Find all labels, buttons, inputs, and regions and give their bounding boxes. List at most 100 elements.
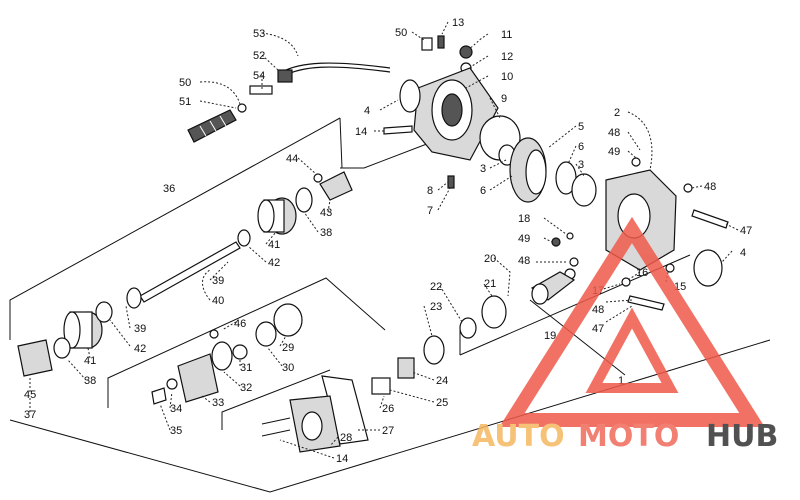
bearing-32	[211, 341, 233, 371]
fitting-13	[437, 35, 445, 49]
callout-14-lower: 14	[336, 453, 348, 465]
boot-51	[187, 109, 237, 143]
drive-shaft-40	[139, 241, 241, 303]
seal-38b	[53, 337, 71, 359]
leader-lines	[29, 21, 739, 459]
callout-46: 46	[234, 318, 246, 330]
yoke-33	[177, 353, 219, 403]
callout-8: 8	[427, 185, 433, 197]
callouts: 53 52 54 50 51 50 13 11 12 10 9 4 14 2 4…	[24, 17, 752, 465]
callout-53: 53	[253, 28, 265, 40]
callout-50-top: 50	[395, 27, 407, 39]
callout-38-lower: 38	[84, 375, 96, 387]
callout-12: 12	[501, 51, 513, 63]
callout-10: 10	[501, 71, 513, 83]
coupler-24	[397, 357, 415, 379]
callout-31: 31	[240, 362, 252, 374]
bearing-29	[273, 303, 303, 337]
callout-18: 18	[518, 213, 530, 225]
ring-gear-5	[509, 137, 547, 203]
callout-38-upper: 38	[320, 227, 332, 239]
callout-20: 20	[484, 253, 496, 265]
callout-51: 51	[179, 96, 191, 108]
callout-39-lower: 39	[134, 323, 146, 335]
cable-end-52	[277, 69, 293, 83]
housing-10	[413, 67, 499, 161]
fitting-50	[421, 37, 433, 51]
callout-50-left: 50	[179, 77, 191, 89]
pinion-shaft-17	[530, 271, 576, 305]
callout-4-upper: 4	[364, 105, 370, 117]
ring-42b	[95, 301, 113, 323]
callout-11: 11	[501, 29, 512, 41]
bearing-23	[423, 335, 445, 365]
callout-42-lower: 42	[134, 343, 146, 355]
callout-32: 32	[240, 382, 252, 394]
callout-52: 52	[253, 50, 265, 62]
nut-11	[459, 45, 473, 59]
callout-48-c: 48	[518, 255, 530, 267]
bearing-21	[481, 295, 507, 329]
callout-30: 30	[282, 362, 294, 374]
callout-22: 22	[430, 281, 442, 293]
bolt-49b	[551, 237, 561, 247]
callout-48-b: 48	[704, 181, 716, 193]
callout-7: 7	[427, 205, 433, 217]
callout-41-upper: 41	[268, 239, 280, 251]
callout-49-b: 49	[518, 233, 530, 245]
bolt-14a	[383, 125, 413, 135]
callout-24: 24	[436, 375, 448, 387]
callout-3-right: 3	[578, 159, 584, 171]
washer-31	[232, 344, 248, 360]
bolt-47a	[691, 209, 729, 229]
seal-4b	[693, 249, 723, 287]
callout-36: 36	[163, 183, 175, 195]
callout-42-upper: 42	[268, 257, 280, 269]
callout-9: 9	[501, 93, 507, 105]
callout-35: 35	[170, 425, 182, 437]
bolt-47b	[627, 295, 665, 311]
watermark-word-auto: AUTO	[472, 419, 565, 454]
callout-23: 23	[430, 301, 442, 313]
callout-26: 26	[382, 403, 394, 415]
nut-35	[151, 387, 167, 405]
callout-41-lower: 41	[84, 355, 96, 367]
callout-44: 44	[286, 153, 298, 165]
shim-22	[459, 317, 477, 339]
callout-21: 21	[484, 278, 496, 290]
callout-34: 34	[170, 403, 182, 415]
callout-43: 43	[320, 207, 332, 219]
callout-37: 37	[24, 409, 36, 421]
callout-47-upper: 47	[740, 225, 752, 237]
callout-25: 25	[436, 397, 448, 409]
washer-34	[166, 378, 178, 390]
callout-45: 45	[24, 389, 36, 401]
callout-19: 19	[544, 330, 556, 342]
callout-33: 33	[212, 397, 224, 409]
seal-4a	[399, 79, 421, 113]
callout-5: 5	[578, 121, 584, 133]
coupler-25	[371, 377, 391, 395]
seal-38a	[295, 187, 313, 213]
callout-6-left: 6	[480, 185, 486, 197]
callout-14-upper: 14	[355, 126, 367, 138]
callout-28: 28	[340, 432, 352, 444]
bolt-14b-1	[261, 417, 291, 425]
coupler-39b	[126, 287, 142, 309]
fitting-54	[249, 85, 273, 95]
watermark-triangle-logo	[499, 216, 765, 427]
watermark-word-hub: HUB	[706, 419, 778, 454]
washer-15	[665, 263, 675, 273]
callout-48-a: 48	[608, 127, 620, 139]
bolt-14b-2	[261, 429, 291, 437]
callout-54: 54	[253, 70, 265, 82]
flange-45	[17, 339, 53, 377]
callout-4-right: 4	[740, 247, 746, 259]
callout-27: 27	[382, 425, 394, 437]
clip-50	[237, 103, 247, 113]
bolt-49a	[631, 157, 641, 167]
watermark: AUTO MOTO HUB	[472, 216, 778, 454]
washer-48c	[569, 257, 579, 267]
